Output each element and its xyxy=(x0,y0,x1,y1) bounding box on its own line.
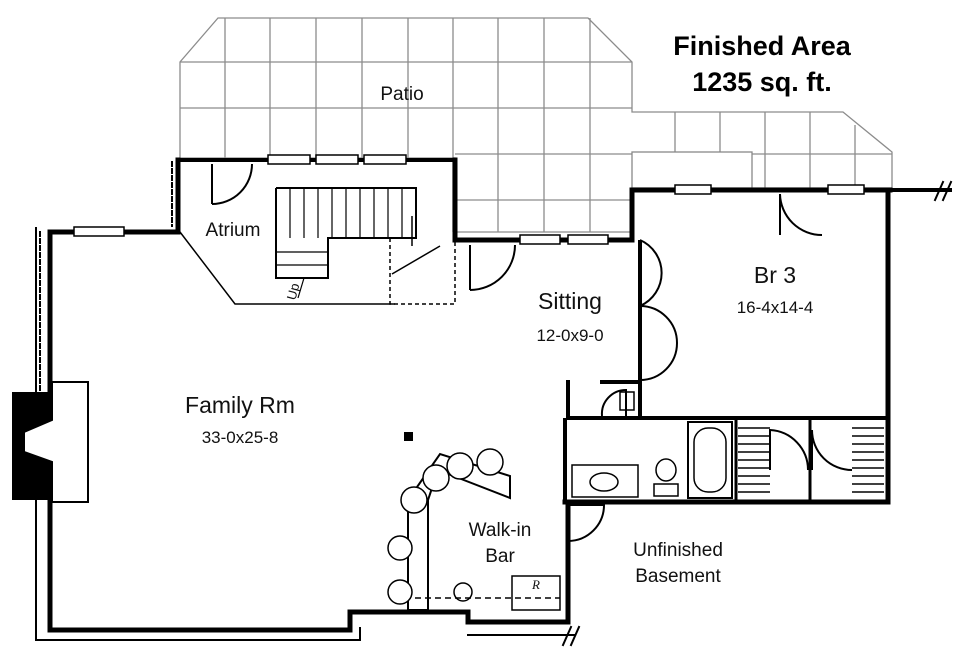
bedroom3-label: Br 3 xyxy=(753,262,797,288)
patio-area xyxy=(179,17,893,233)
bar-area xyxy=(387,432,606,622)
refrigerator-mark: R xyxy=(532,577,540,592)
fireplace xyxy=(12,381,89,503)
family-room-size: 33-0x25-8 xyxy=(201,428,279,447)
bathroom xyxy=(563,418,884,502)
unfinished-basement-label-1: Unfinished xyxy=(633,540,723,561)
atrium-label: Atrium xyxy=(205,220,261,241)
finished-area-title: Finished Area xyxy=(673,31,851,61)
family-room-label: Family Rm xyxy=(185,392,295,418)
patio-label: Patio xyxy=(380,84,424,105)
closet-hatching xyxy=(738,427,884,493)
unfinished-basement-label-2: Basement xyxy=(635,566,721,587)
bedroom-walls xyxy=(566,193,888,420)
windows xyxy=(73,154,865,245)
atrium xyxy=(179,163,516,305)
bedroom3-size: 16-4x14-4 xyxy=(736,298,814,317)
patio-grid xyxy=(180,18,892,232)
finished-area-size: 1235 sq. ft. xyxy=(692,67,832,97)
sitting-size: 12-0x9-0 xyxy=(536,326,604,345)
stair-treads xyxy=(276,188,403,266)
walk-in-bar-label-2: Bar xyxy=(485,546,515,567)
walk-in-bar-label-1: Walk-in xyxy=(468,520,532,541)
sitting-label: Sitting xyxy=(538,288,602,314)
